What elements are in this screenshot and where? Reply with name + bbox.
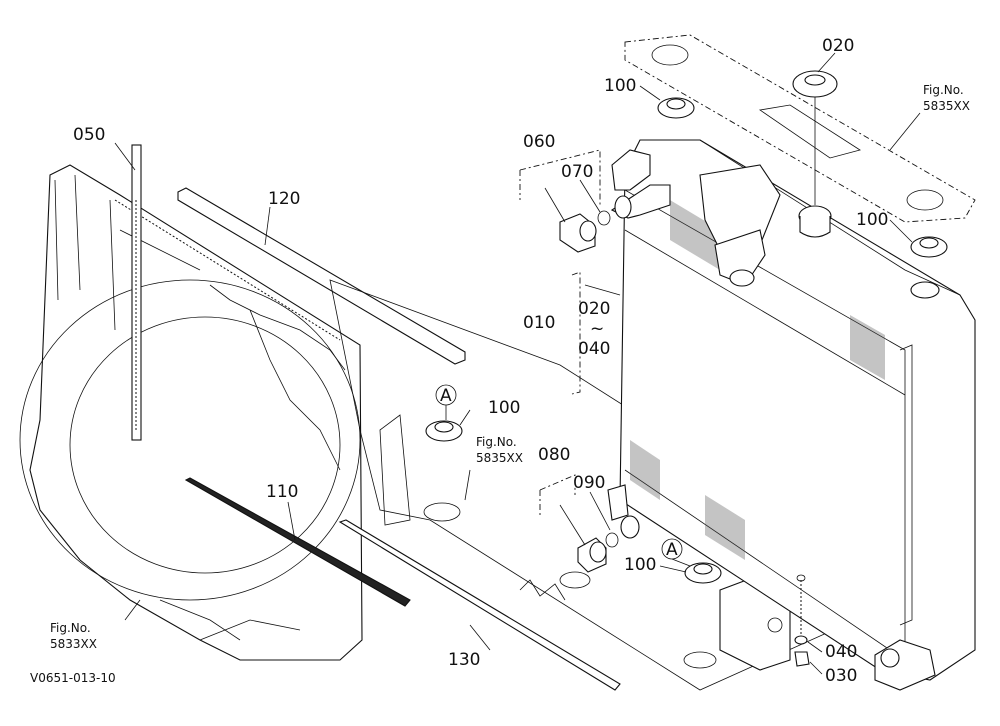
fig-ref-left-line1: Fig.No. (50, 621, 91, 635)
drawing-code: V0651-013-10 (30, 671, 116, 685)
label-030: 030 (825, 666, 857, 686)
label-120: 120 (268, 189, 300, 209)
top-plate (624, 34, 976, 223)
seal-110 (184, 477, 411, 607)
label-tilde: ~ (590, 319, 604, 339)
radiator-cap-020 (792, 70, 838, 205)
figure-references: Fig.No. 5835XX Fig.No. 5835XX Fig.No. 58… (50, 83, 970, 651)
reference-markers (435, 384, 691, 567)
cushions-100 (425, 97, 948, 584)
label-100-top: 100 (604, 76, 636, 96)
label-090: 090 (573, 473, 605, 493)
seal-120 (177, 187, 466, 365)
seal-050 (131, 144, 142, 441)
label-100-center: 100 (488, 398, 520, 418)
marker-a2-text: A (666, 540, 678, 560)
fig-ref-mid-line1: Fig.No. (476, 435, 517, 449)
label-010: 010 (523, 313, 555, 333)
label-100-right: 100 (856, 210, 888, 230)
fig-ref-top-line2: 5835XX (923, 99, 970, 113)
label-130: 130 (448, 650, 480, 670)
fig-ref-mid-line2: 5835XX (476, 451, 523, 465)
label-050: 050 (73, 125, 105, 145)
fig-ref-top-line1: Fig.No. (923, 83, 964, 97)
label-060: 060 (523, 132, 555, 152)
radiator (607, 139, 976, 691)
drain-030 (794, 574, 810, 667)
label-080: 080 (538, 445, 570, 465)
part-labels: 050 120 110 060 070 010 020 ~ 040 020 10… (73, 36, 888, 686)
label-110: 110 (266, 482, 298, 502)
fig-ref-left-line2: 5833XX (50, 637, 97, 651)
fan-shroud (19, 164, 363, 661)
fitting-060 (519, 149, 611, 253)
leader-lines (114, 52, 921, 675)
seal-130 (338, 519, 621, 691)
fitting-080 (539, 474, 619, 573)
label-020-cap: 020 (822, 36, 854, 56)
label-070: 070 (561, 162, 593, 182)
label-040-kit: 040 (578, 339, 610, 359)
label-040-drain: 040 (825, 642, 857, 662)
label-100-bottom: 100 (624, 555, 656, 575)
label-020-kit: 020 (578, 299, 610, 319)
marker-a1-text: A (440, 386, 452, 406)
kit-010-bracket (571, 271, 621, 395)
